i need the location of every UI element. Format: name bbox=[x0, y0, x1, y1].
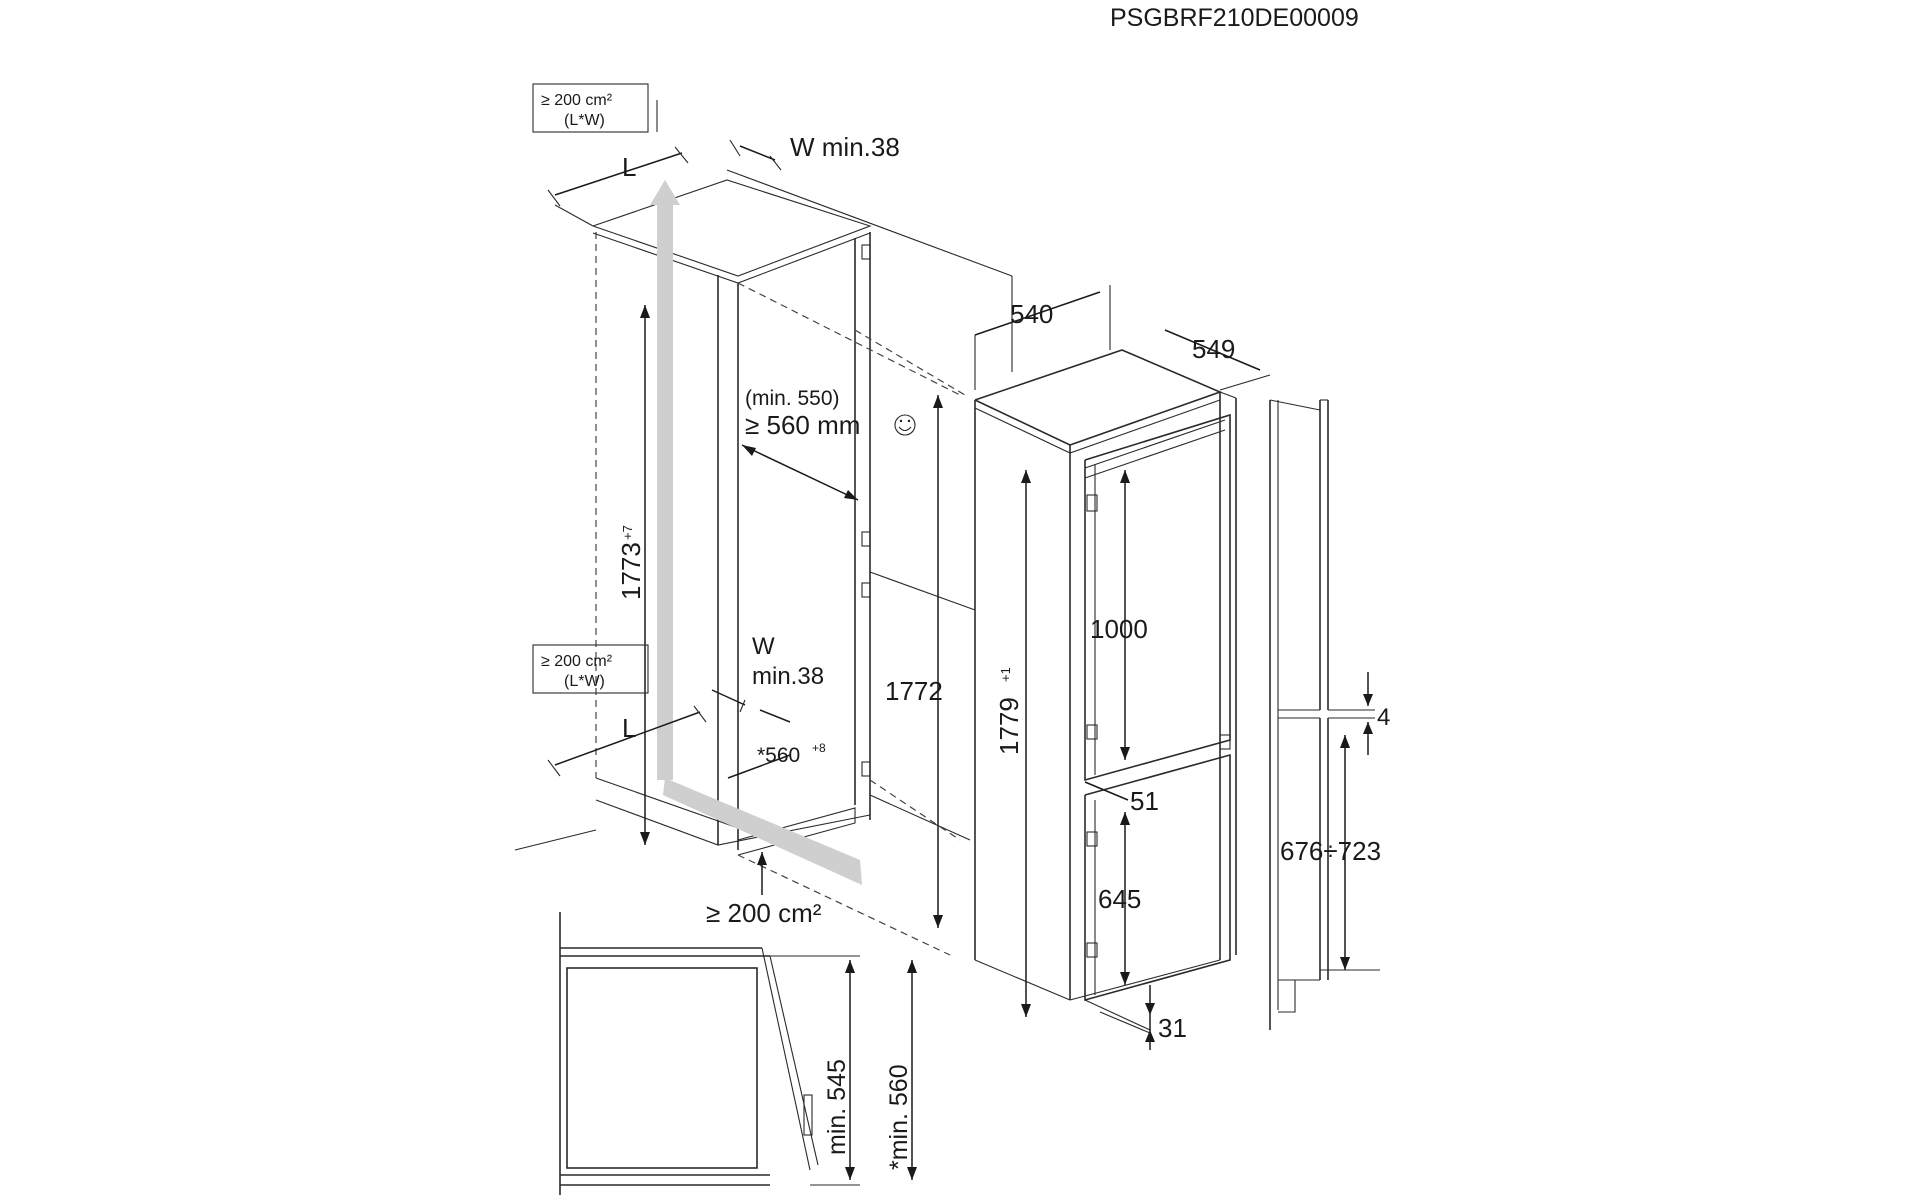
svg-text:1000: 1000 bbox=[1090, 614, 1148, 644]
dim-51: 51 bbox=[1084, 781, 1159, 816]
svg-text:1779: 1779 bbox=[994, 697, 1024, 755]
product-code: PSGBRF210DE00009 bbox=[1110, 4, 1359, 32]
dim-L-bottom: L bbox=[547, 705, 707, 777]
dim-W-top: W min.38 bbox=[729, 132, 900, 171]
airflow-arrow bbox=[650, 180, 862, 885]
svg-text:W min.38: W min.38 bbox=[790, 132, 900, 162]
dim-549: 549 bbox=[1164, 329, 1271, 391]
svg-text:549: 549 bbox=[1192, 334, 1235, 364]
side-profile bbox=[1269, 399, 1380, 1030]
svg-text:1772: 1772 bbox=[885, 676, 943, 706]
svg-text:645: 645 bbox=[1098, 884, 1141, 914]
dim-4: 4 bbox=[1328, 672, 1390, 755]
svg-text:(L*W): (L*W) bbox=[564, 673, 605, 690]
svg-text:31: 31 bbox=[1158, 1013, 1187, 1043]
svg-text:L: L bbox=[622, 152, 636, 182]
svg-text:≥ 200 cm²: ≥ 200 cm² bbox=[541, 92, 613, 109]
dim-niche-width: *560 +8 bbox=[727, 741, 826, 779]
vent-top-box: ≥ 200 cm² (L*W) bbox=[532, 83, 649, 133]
svg-text:540: 540 bbox=[1010, 299, 1053, 329]
dim-540: 540 bbox=[974, 285, 1111, 390]
vent-mid-box: ≥ 200 cm² (L*W) bbox=[532, 644, 649, 694]
vent-bottom: ≥ 200 cm² bbox=[706, 852, 822, 928]
svg-text:(L*W): (L*W) bbox=[564, 112, 605, 129]
dim-W-mid: W min.38 bbox=[711, 633, 824, 723]
dim-1772: 1772 bbox=[885, 395, 943, 928]
svg-text:≥ 200 cm²: ≥ 200 cm² bbox=[706, 898, 822, 928]
svg-text:*min. 560: *min. 560 bbox=[885, 1064, 913, 1170]
svg-text:min. 545: min. 545 bbox=[823, 1059, 851, 1155]
niche-cabinet bbox=[514, 179, 872, 856]
svg-text:*560: *560 bbox=[757, 744, 800, 767]
svg-text:L: L bbox=[622, 713, 636, 743]
svg-text:+8: +8 bbox=[812, 741, 826, 755]
dim-1000: 1000 bbox=[1090, 470, 1148, 760]
dim-645: 645 bbox=[1098, 812, 1141, 985]
dim-676-723: 676÷723 bbox=[1280, 735, 1381, 970]
svg-text:+7: +7 bbox=[620, 525, 635, 540]
svg-text:≥ 560 mm: ≥ 560 mm bbox=[745, 410, 860, 440]
dim-1779: 1779 +1 bbox=[994, 470, 1031, 1017]
svg-text:1773: 1773 bbox=[616, 542, 646, 600]
svg-text:min.38: min.38 bbox=[752, 663, 824, 690]
smile-icon bbox=[894, 414, 916, 436]
svg-text:≥ 200 cm²: ≥ 200 cm² bbox=[541, 653, 613, 670]
dim-min560: *min. 560 bbox=[885, 960, 917, 1180]
svg-text:(min. 550): (min. 550) bbox=[745, 387, 840, 410]
dim-L-top: L bbox=[547, 146, 689, 207]
dim-niche-height: 1773 +7 bbox=[616, 305, 650, 845]
svg-text:4: 4 bbox=[1377, 704, 1390, 731]
svg-text:676÷723: 676÷723 bbox=[1280, 836, 1381, 866]
svg-text:+1: +1 bbox=[998, 667, 1013, 682]
reference-lines bbox=[737, 282, 976, 956]
side-section bbox=[559, 912, 860, 1195]
svg-text:W: W bbox=[752, 633, 775, 660]
appliance-body bbox=[974, 349, 1237, 1002]
dim-min545: min. 545 bbox=[823, 960, 855, 1180]
dim-31: 31 bbox=[1084, 985, 1187, 1050]
svg-text:51: 51 bbox=[1130, 786, 1159, 816]
dim-niche-depth: (min. 550) ≥ 560 mm bbox=[741, 387, 916, 501]
